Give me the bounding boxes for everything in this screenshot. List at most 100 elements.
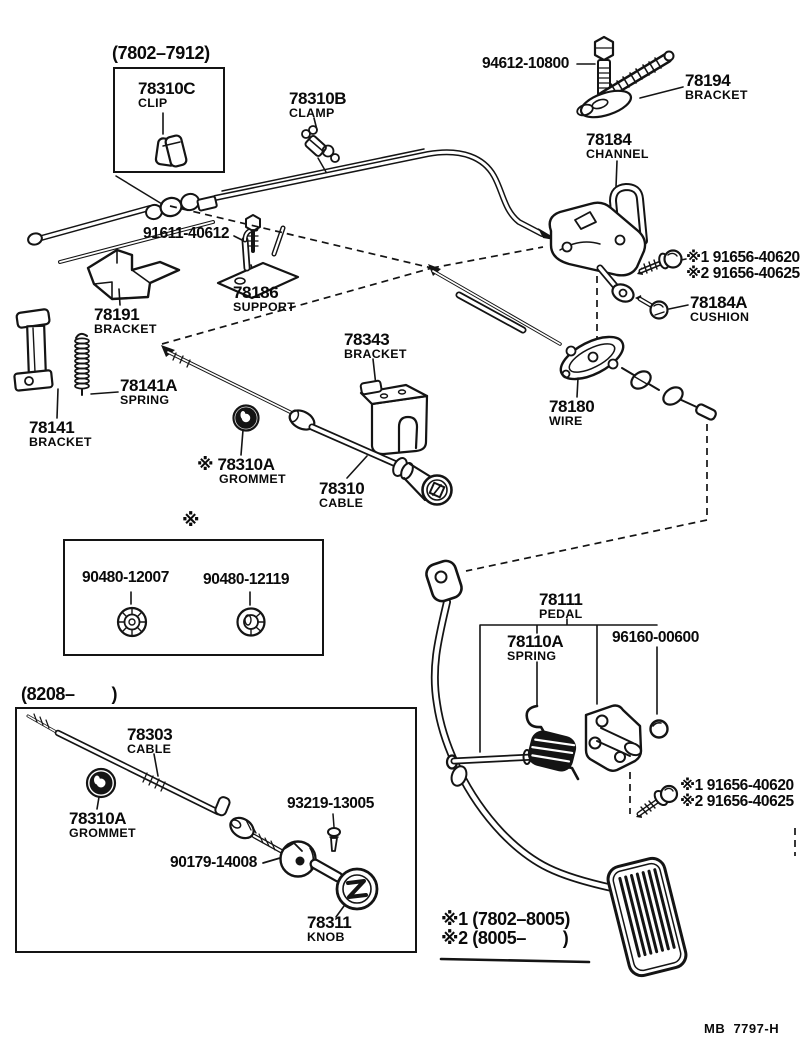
label-78310a-grommet-caption: GROMMET: [219, 472, 286, 487]
label-96160-00600: 96160-00600: [612, 629, 699, 646]
label-78303-caption: CABLE: [127, 742, 172, 757]
clip-78310c-icon: [115, 112, 188, 205]
pedal-78111-art: [425, 559, 688, 978]
nut-icon: [649, 719, 669, 739]
label-78311-text-0: 78311: [307, 913, 352, 932]
label-94612-10800-text-0: 94612-10800: [482, 55, 569, 72]
label-78184a-caption: CUSHION: [690, 310, 750, 325]
channel-78184-icon: [548, 160, 648, 303]
box-grommet-options: [63, 539, 324, 656]
label-78141a-caption: SPRING: [120, 393, 170, 408]
cable-78310-icon: [161, 345, 453, 506]
label-78310c-caption: CLIP: [138, 96, 168, 111]
label-78310a-grommet-text-0: ※ 78310A: [197, 455, 275, 474]
note-application-text-1: ※2 (8005– ): [441, 928, 569, 949]
box-late-series-option: [15, 707, 417, 953]
mark-options-box: ※: [182, 510, 200, 530]
label-78186-caption: SUPPORT: [233, 300, 296, 315]
label-90480-12007-text-0: 90480-12007: [82, 569, 169, 586]
note-application: ※1 (7802–8005)※2 (8005– ): [441, 909, 570, 949]
label-91611-40612: 91611-40612: [143, 225, 230, 242]
application-note-underline: [439, 957, 591, 964]
label-78303-text-0: 78303: [127, 725, 173, 744]
grommet-90480-12007-icon: [116, 591, 148, 638]
note-91656-upper-text-1: ※2 91656-40625: [686, 265, 800, 283]
mark-options-box-text-0: ※: [182, 510, 200, 530]
bracket-78194-icon: [576, 50, 684, 119]
label-78184-text-0: 78184: [586, 130, 632, 149]
label-78110a-caption: SPRING: [507, 649, 557, 664]
range-late: (8208– ): [21, 684, 118, 704]
bracket-78141-icon: [13, 308, 59, 419]
label-91611-40612-text-0: 91611-40612: [143, 225, 230, 242]
label-78194-text-0: 78194: [685, 71, 731, 90]
grommet-78310a-icon: [232, 404, 260, 456]
note-91656-upper: ※1 91656-40620※2 91656-40625: [686, 249, 800, 283]
range-early: (7802–7912): [112, 43, 210, 63]
label-78310b-text-0: 78310B: [289, 89, 347, 108]
label-78141a-text-0: 78141A: [120, 376, 178, 395]
label-78310-text-0: 78310: [319, 479, 365, 498]
label-78141-caption: BRACKET: [29, 435, 92, 450]
label-96160-00600-text-0: 96160-00600: [612, 629, 699, 646]
label-78343-text-0: 78343: [344, 330, 390, 349]
label-78111-caption: PEDAL: [539, 607, 583, 622]
label-78184a-text-0: 78184A: [690, 293, 748, 312]
box-early-clip-option: [113, 67, 225, 173]
page-code: MB 7797-H: [704, 1021, 780, 1036]
grommet-78310a-late-icon: [85, 767, 117, 810]
bracket-78191-icon: [86, 248, 181, 306]
spring-78141a-icon: [74, 332, 119, 396]
holder-96160-icon: [584, 704, 643, 772]
label-78311-caption: KNOB: [307, 930, 345, 945]
label-90179-14008: 90179-14008: [170, 854, 257, 871]
label-78186-text-0: 78186: [233, 283, 279, 302]
label-78310-caption: CABLE: [319, 496, 364, 511]
note-91656-lower-text-1: ※2 91656-40625: [680, 793, 794, 811]
label-90480-12119: 90480-12119: [203, 571, 290, 588]
label-90480-12119-text-0: 90480-12119: [203, 571, 290, 588]
spring-78110a-icon: [525, 704, 580, 781]
label-78184-caption: CHANNEL: [586, 147, 649, 162]
label-78110a-text-0: 78110A: [507, 632, 564, 651]
label-78310a-late-text-0: 78310A: [69, 809, 127, 828]
wire-78180-icon: [428, 264, 717, 421]
range-late-text-0: (8208– ): [21, 684, 118, 704]
label-78310c-text-0: 78310C: [138, 79, 196, 98]
pivot-bolt-icon: [445, 749, 538, 770]
knob-78311-icon: [309, 858, 379, 918]
label-93219-13005: 93219-13005: [287, 795, 374, 812]
label-78111-text-0: 78111: [539, 590, 583, 609]
bolt-94612-icon: [576, 35, 615, 97]
range-early-text-0: (7802–7912): [112, 43, 210, 63]
clamp-78310b-icon: [301, 117, 340, 173]
label-93219-13005-text-0: 93219-13005: [287, 795, 374, 812]
grommet-90480-12119-icon: [236, 591, 266, 637]
screw-93219-icon: [327, 813, 341, 852]
throttle-cables-art: [27, 148, 560, 264]
pedal-arm-icon: [425, 559, 616, 892]
pedal-pad-icon: [606, 856, 688, 978]
label-78194-caption: BRACKET: [685, 88, 748, 103]
note-91656-lower: ※1 91656-40620※2 91656-40625: [680, 777, 794, 811]
label-78141-text-0: 78141: [29, 418, 75, 437]
label-78343-caption: BRACKET: [344, 347, 407, 362]
note-application-text-0: ※1 (7802–8005): [441, 909, 570, 929]
bolt-91656-lower-icon: [636, 784, 679, 818]
reference-dashed-lines: [161, 205, 796, 856]
